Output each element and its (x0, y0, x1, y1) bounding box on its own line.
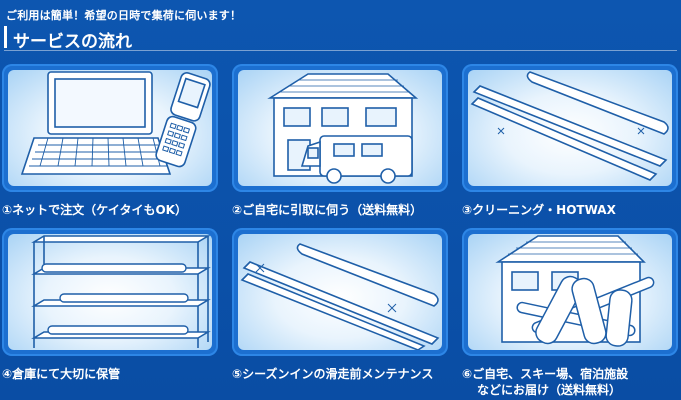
step-5-label: ⑤シーズンインの滑走前メンテナンス (232, 367, 434, 381)
step-card-6 (462, 228, 678, 356)
page-title: サービスの流れ (13, 32, 132, 52)
step-3-label: ③クリーニング・HOTWAX (462, 203, 616, 217)
step-card-1 (2, 64, 218, 192)
storage-rack-icon (31, 235, 211, 348)
step-card-2 (232, 64, 448, 192)
step-2-label: ②ご自宅に引取に伺う（送料無料） (232, 203, 423, 217)
step-1-label: ①ネットで注文（ケイタイもOK） (2, 203, 187, 217)
header: ご利用は簡単！希望の日時で集荷に伺います！ サービスの流れ (0, 0, 681, 56)
step-card-5 (232, 228, 448, 356)
house-and-gear-icon (495, 235, 655, 347)
title-divider (4, 50, 677, 51)
step-6-label: ⑥ご自宅、スキー場、宿泊施設 (462, 367, 629, 381)
step-5-illustration (238, 234, 442, 350)
step-3-illustration (468, 70, 672, 186)
step-6-illustration (468, 234, 672, 350)
title-accent-bar (4, 26, 7, 48)
laptop-and-phone-icon (20, 71, 211, 175)
header-subtitle: ご利用は簡単！希望の日時で集荷に伺います！ (6, 9, 242, 22)
skis-and-snowboard-sparkle-icon (240, 243, 440, 350)
step-2-illustration (238, 70, 442, 186)
step-4-illustration (8, 234, 212, 350)
step-6-label-line2: などにお届け（送料無料） (477, 383, 622, 397)
skis-and-snowboard-icon (470, 71, 669, 181)
step-4-label: ④倉庫にて大切に保管 (2, 367, 121, 381)
step-card-3 (462, 64, 678, 192)
step-1-illustration (8, 70, 212, 186)
step-card-4 (2, 228, 218, 356)
house-and-truck-icon (267, 73, 419, 184)
